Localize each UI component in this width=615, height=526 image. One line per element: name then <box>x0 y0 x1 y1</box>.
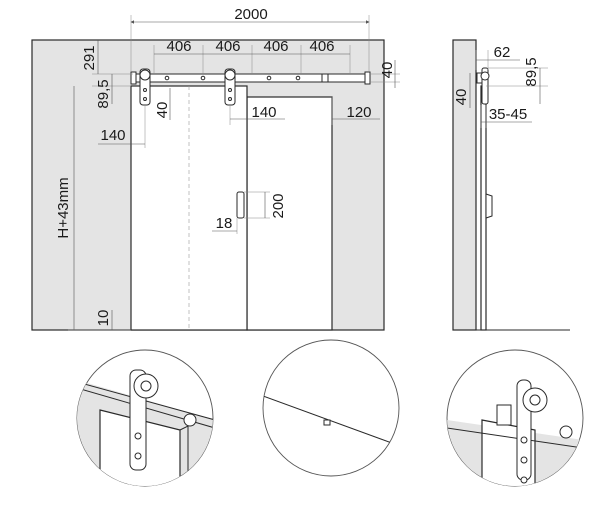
dim-door-height: H+43mm <box>55 177 72 238</box>
hanger-right <box>224 68 236 106</box>
floor-guide-detail <box>262 339 400 477</box>
dim-segment-2: 406 <box>215 38 240 55</box>
dim-segment-4: 406 <box>309 38 334 55</box>
side-door-leaf <box>480 85 487 331</box>
hanger-left <box>139 68 151 106</box>
dim-offset-top: 291 <box>81 45 98 70</box>
track-rail <box>130 71 371 85</box>
dim-door-thickness: 35-45 <box>489 106 527 123</box>
end-stop-detail <box>446 349 584 487</box>
dim-side-hanger-height: 89,5 <box>523 57 540 86</box>
side-view: 62 89,5 40 35-45 <box>452 39 570 331</box>
dim-hanger-height: 89,5 <box>95 79 112 108</box>
dim-side-rail-height: 40 <box>453 89 470 106</box>
dim-floor-gap: 10 <box>95 310 112 327</box>
dim-wall-distance: 62 <box>494 44 511 61</box>
door-handle <box>236 191 245 219</box>
side-handle <box>485 193 493 219</box>
side-wall <box>452 39 477 331</box>
dim-hanger-offset-vertical: 40 <box>154 102 171 119</box>
dim-segment-3: 406 <box>263 38 288 55</box>
dim-handle-offset: 18 <box>216 215 233 232</box>
hanger-roller-detail <box>76 349 214 487</box>
dim-handle-length: 200 <box>270 193 287 218</box>
dim-hanger-inset-right: 140 <box>251 104 276 121</box>
dim-rail-length: 2000 <box>234 6 267 23</box>
dim-hanger-inset-left: 140 <box>100 127 125 144</box>
dim-segment-1: 406 <box>166 38 191 55</box>
front-view: 2000 406 406 406 406 291 89,5 40 140 140 <box>31 6 400 331</box>
dim-rail-height: 40 <box>379 62 396 79</box>
dim-rail-overhang: 120 <box>346 104 371 121</box>
door-opening <box>246 96 333 331</box>
